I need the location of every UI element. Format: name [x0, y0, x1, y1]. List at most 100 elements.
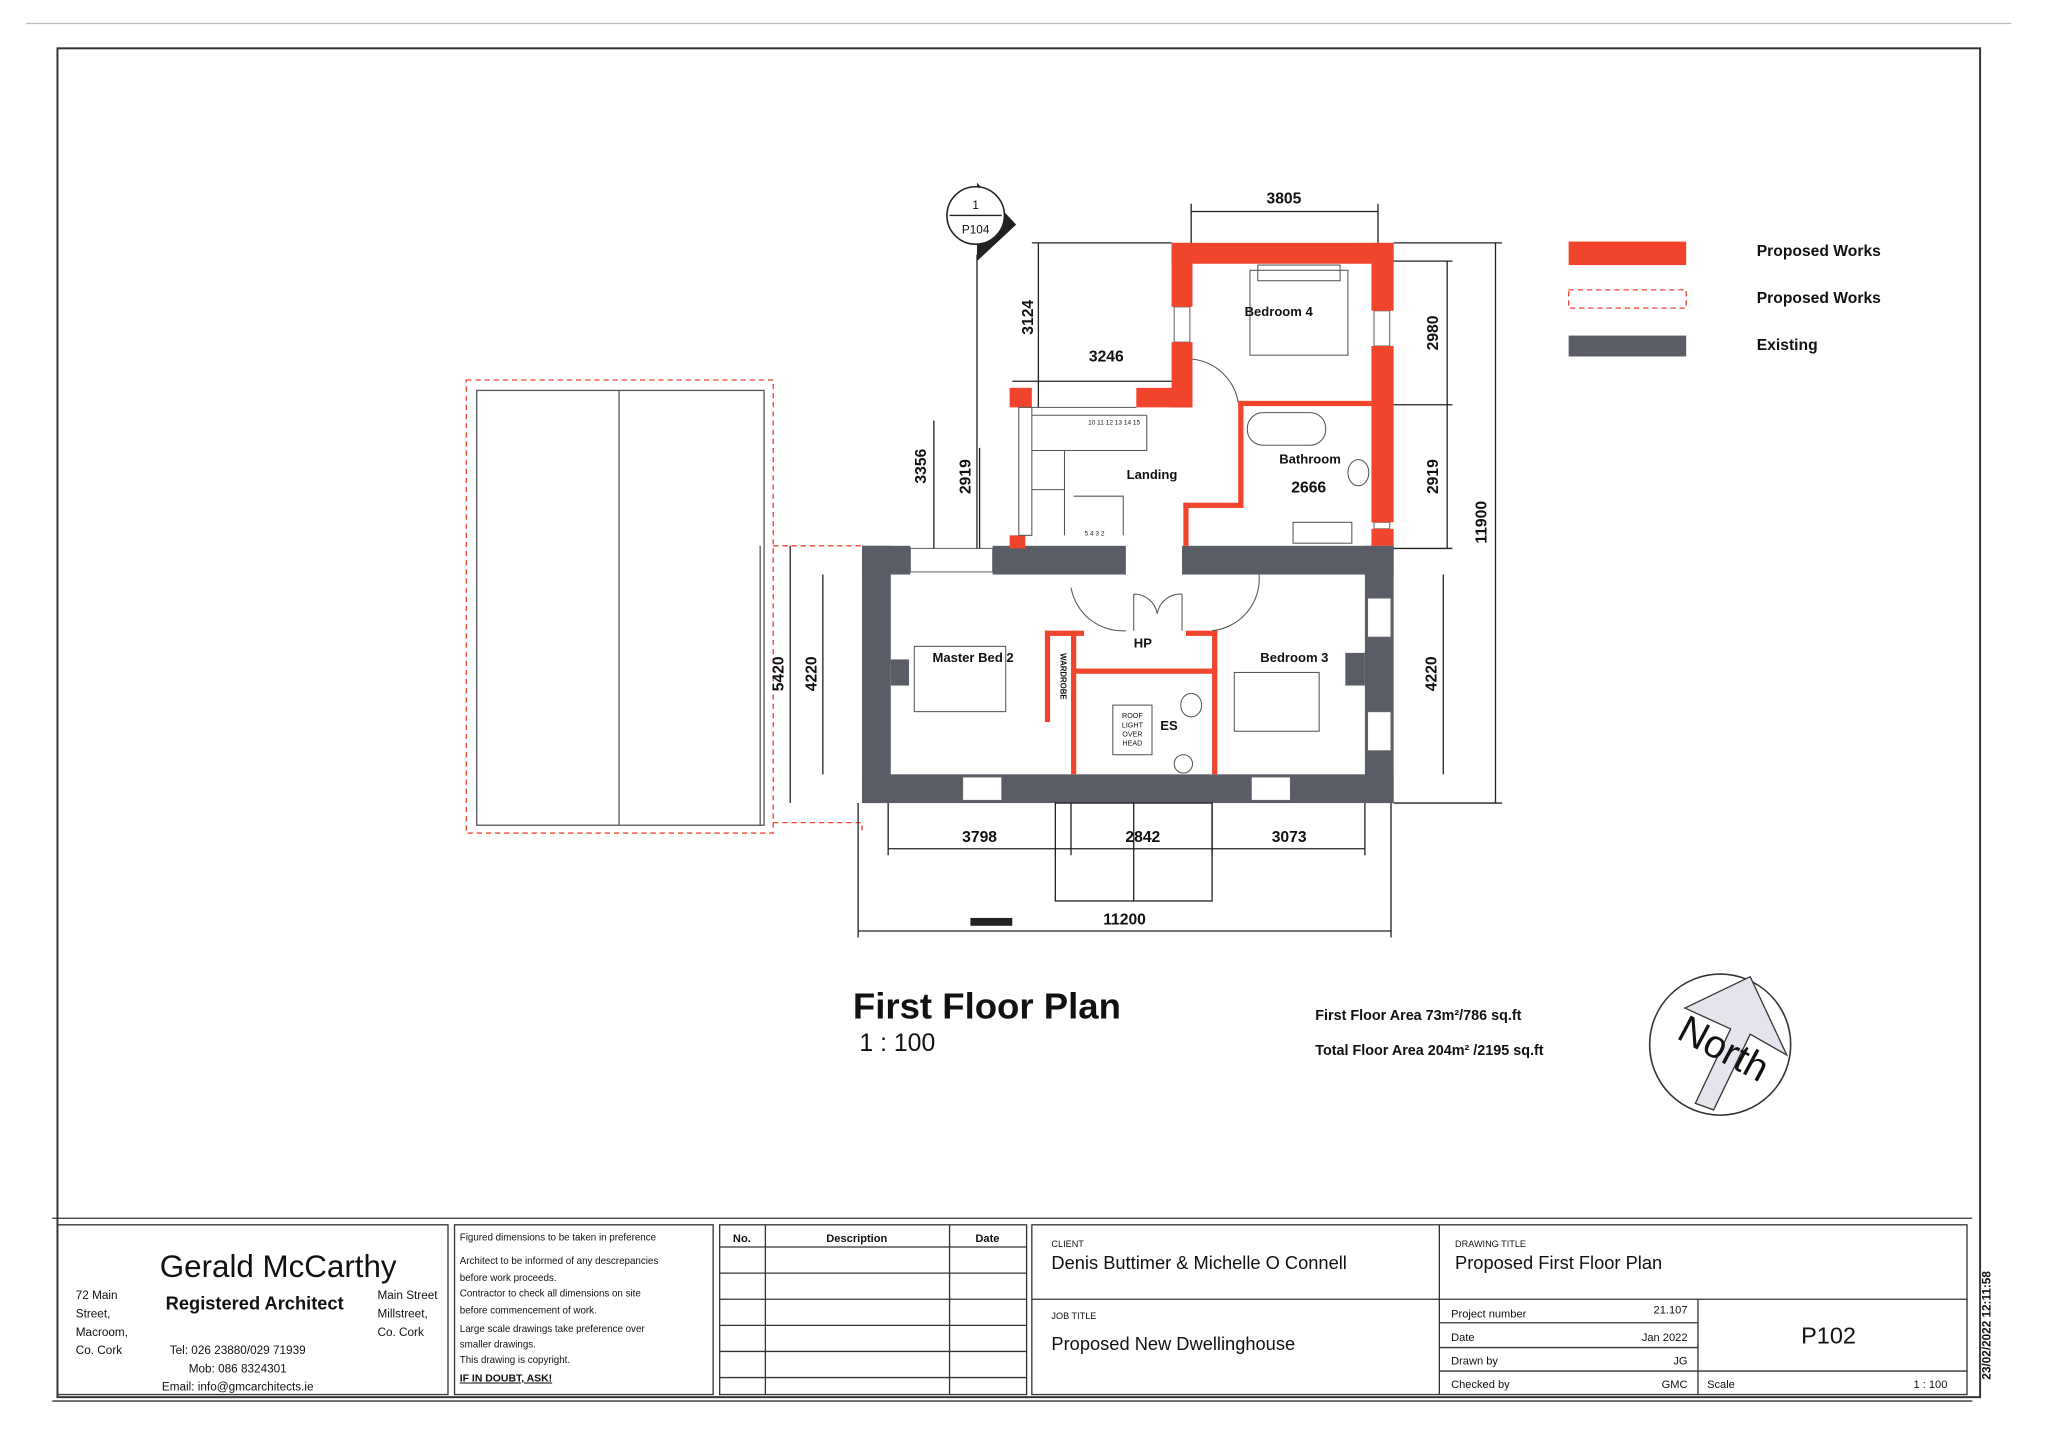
note-emphasis: IF IN DOUBT, ASK! — [460, 1373, 552, 1384]
client-label: CLIENT — [1051, 1239, 1084, 1249]
room-bathroom: Bathroom — [1279, 452, 1341, 467]
note-line: This drawing is copyright. — [460, 1355, 570, 1366]
dim-2842: 2842 — [1125, 829, 1160, 846]
rooflight-label: ROOF — [1122, 712, 1143, 720]
legend-label: Existing — [1757, 337, 1818, 354]
note-line: Contractor to check all dimensions on si… — [460, 1289, 641, 1300]
address-line: Main Street — [377, 1289, 438, 1302]
address-line: Macroom, — [76, 1326, 128, 1339]
stair-numbers-bottom: 5 4 3 2 — [1085, 530, 1105, 537]
title-block — [52, 1217, 1973, 1402]
note-line: smaller drawings. — [460, 1340, 536, 1351]
dim-5420: 5420 — [771, 656, 788, 691]
note-line: Architect to be informed of any descrepa… — [460, 1256, 659, 1267]
note-line: Large scale drawings take preference ove… — [460, 1324, 646, 1335]
checked-by-label: Checked by — [1451, 1379, 1510, 1391]
total-floor-area: Total Floor Area 204m² /2195 sq.ft — [1315, 1043, 1543, 1059]
address-line: 72 Main — [76, 1289, 118, 1302]
plan-title: First Floor Plan — [853, 985, 1121, 1026]
proposed-dashed-outline — [465, 379, 863, 834]
section-marker: 1 P104 — [946, 182, 1017, 262]
legend: Proposed Works Proposed Works Existing — [1568, 241, 1881, 357]
stair-numbers-top: 10 11 12 13 14 15 — [1088, 419, 1140, 426]
dimension-labels: 3805 3124 3246 2980 3356 2919 2666 2919 … — [771, 191, 1491, 929]
section-number: 1 — [972, 199, 979, 212]
drawn-by-label: Drawn by — [1451, 1356, 1498, 1368]
job-label: JOB TITLE — [1051, 1311, 1096, 1321]
address-line: Millstreet, — [377, 1308, 427, 1321]
rev-header-date: Date — [975, 1233, 999, 1245]
dim-2919-right: 2919 — [1425, 459, 1442, 494]
project-info: CLIENT Denis Buttimer & Michelle O Conne… — [1051, 1239, 1947, 1391]
note-line: before work proceeds. — [460, 1273, 557, 1284]
rooflight-label: OVER — [1122, 730, 1142, 738]
proposed-walls — [1009, 242, 1394, 775]
sheet-border — [56, 47, 1982, 1399]
revisions-table: No. Description Date — [733, 1233, 1000, 1245]
dim-11900: 11900 — [1473, 501, 1490, 544]
section-sheet: P104 — [962, 224, 990, 237]
rooflight-label: LIGHT — [1122, 721, 1144, 729]
fixtures — [913, 264, 1370, 774]
dim-3798: 3798 — [962, 829, 997, 846]
address-line: Street, — [76, 1308, 111, 1321]
legend-swatch-existing — [1568, 335, 1687, 357]
address-line: Co. Cork — [76, 1344, 122, 1357]
legend-label: Proposed Works — [1757, 290, 1881, 307]
architect-name: Gerald McCarthy — [160, 1249, 397, 1284]
drawn-by: JG — [1673, 1356, 1687, 1368]
drawing-number: P102 — [1801, 1323, 1856, 1349]
mob: Mob: 086 8324301 — [189, 1362, 287, 1375]
room-es: ES — [1160, 718, 1178, 733]
dim-3073: 3073 — [1272, 829, 1307, 846]
note-line: before commencement of work. — [460, 1306, 597, 1317]
dim-4220-right: 4220 — [1424, 656, 1441, 691]
drawing-title: Proposed First Floor Plan — [1455, 1252, 1662, 1273]
room-bedroom-4: Bedroom 4 — [1245, 304, 1314, 319]
job-title: Proposed New Dwellinghouse — [1051, 1333, 1295, 1354]
project-number: 21.107 — [1654, 1305, 1688, 1317]
dim-2666: 2666 — [1291, 479, 1326, 496]
architect-role: Registered Architect — [166, 1293, 344, 1314]
email: Email: info@gmcarchitects.ie — [162, 1381, 314, 1394]
dim-11200: 11200 — [1103, 911, 1146, 928]
checked-by: GMC — [1662, 1379, 1688, 1391]
dim-3805: 3805 — [1266, 191, 1301, 208]
room-master-bed-2: Master Bed 2 — [932, 650, 1013, 665]
room-landing: Landing — [1127, 467, 1178, 482]
first-floor-area: First Floor Area 73m²/786 sq.ft — [1315, 1008, 1521, 1024]
dim-4220-left: 4220 — [803, 656, 820, 691]
rooflight-label: HEAD — [1122, 740, 1142, 748]
existing-walls — [862, 545, 1394, 804]
scale-label: Scale — [1707, 1379, 1735, 1391]
dimension-lines — [789, 203, 1503, 938]
project-number-label: Project number — [1451, 1309, 1527, 1321]
dim-2980: 2980 — [1425, 315, 1442, 350]
rev-header-no: No. — [733, 1233, 751, 1245]
architect-box: Gerald McCarthy Registered Architect 72 … — [76, 1249, 439, 1394]
plan-scale: 1 : 100 — [859, 1030, 935, 1057]
client-name: Denis Buttimer & Michelle O Connell — [1051, 1252, 1346, 1273]
room-hp: HP — [1134, 636, 1152, 651]
note-line: Figured dimensions to be taken in prefer… — [460, 1232, 656, 1243]
legend-swatch-proposed — [1568, 241, 1687, 266]
room-bedroom-3: Bedroom 3 — [1260, 650, 1328, 665]
rev-header-description: Description — [826, 1233, 887, 1245]
drawing-title-label: DRAWING TITLE — [1455, 1239, 1526, 1249]
legend-label: Proposed Works — [1757, 243, 1881, 260]
north-arrow-icon: North — [1648, 973, 1792, 1116]
wardrobe-label: WARDROBE — [1059, 653, 1068, 700]
address-line: Co. Cork — [377, 1326, 423, 1339]
legend-swatch-proposed-dashed — [1568, 289, 1687, 309]
garage-outline — [476, 389, 765, 826]
scale-bar — [970, 917, 1013, 926]
dim-2919-left: 2919 — [957, 459, 974, 494]
dim-3124: 3124 — [1020, 300, 1037, 335]
room-labels: Bedroom 4 Bathroom Landing Master Bed 2 … — [932, 304, 1340, 748]
tel: Tel: 026 23880/029 71939 — [170, 1344, 306, 1357]
windows — [909, 306, 1392, 801]
dim-3246: 3246 — [1089, 349, 1124, 366]
notes-box: Figured dimensions to be taken in prefer… — [460, 1232, 659, 1384]
print-timestamp: 23/02/2022 12:11:58 — [1981, 1271, 1994, 1380]
